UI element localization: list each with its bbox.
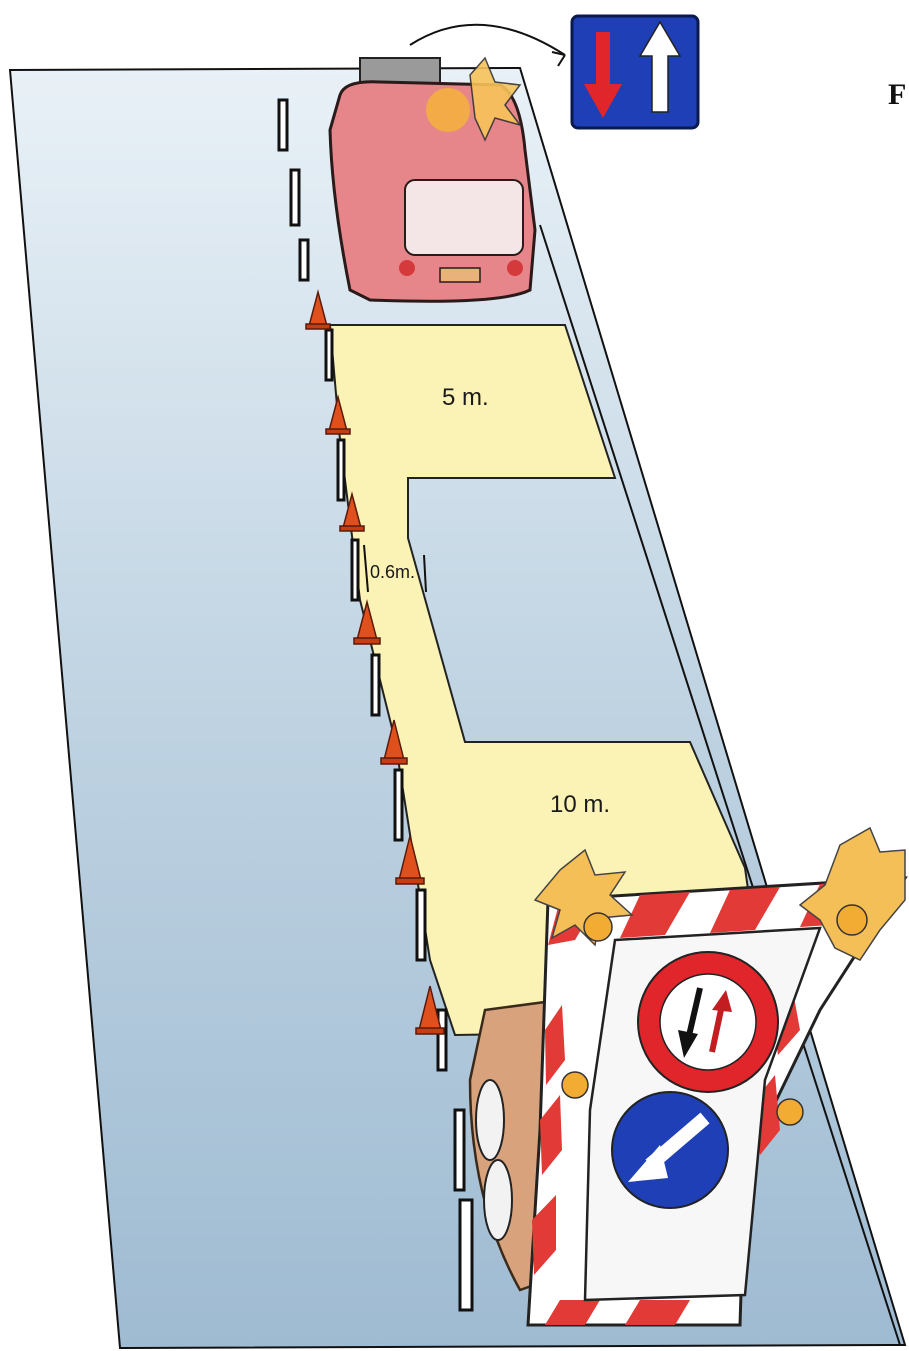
lane-divider-dashes <box>277 98 474 1312</box>
keep-left-arrow-sign <box>611 1091 729 1209</box>
lamp-icon <box>561 1071 589 1099</box>
warning-lamps <box>533 826 906 1126</box>
cone-icon <box>353 599 381 645</box>
zone-bottom-length-label: 10 m. <box>550 791 610 818</box>
cropped-edge-letter: F <box>888 78 907 111</box>
cone-icon <box>305 289 331 330</box>
white-up-arrow-icon <box>638 20 682 113</box>
cone-icon <box>380 719 408 765</box>
curved-arrow-icon <box>409 23 566 56</box>
cone-icon <box>325 394 351 435</box>
traffic-cones <box>305 289 445 1035</box>
beacon-flash-icon <box>798 826 906 961</box>
cone-icon <box>395 835 425 885</box>
cone-icon <box>339 491 365 532</box>
beacon-icon <box>426 88 470 132</box>
two-way-traffic-sign <box>570 14 700 130</box>
warning-board <box>526 826 908 1327</box>
gap-width-marker-right <box>423 554 427 593</box>
top-truck <box>328 23 566 303</box>
red-up-arrow-icon <box>709 990 732 1053</box>
gap-width-label: 0.6m. <box>370 562 415 582</box>
truck-rear-window <box>404 179 524 256</box>
lamp-icon <box>776 1098 804 1126</box>
gap-width-marker <box>363 544 369 593</box>
red-down-arrow-icon <box>584 32 622 118</box>
road-edge-line <box>539 224 901 1346</box>
no-entry-oncoming-priority-sign <box>637 951 779 1093</box>
cone-icon <box>415 985 445 1035</box>
beacon-flash-icon <box>469 56 522 142</box>
white-diagonal-arrow-icon <box>628 1112 710 1182</box>
beacon-flash-icon <box>533 848 634 947</box>
wheel-icon <box>483 1159 513 1241</box>
zone-top-length-label: 5 m. <box>442 384 489 411</box>
black-down-arrow-icon <box>678 987 703 1058</box>
wheel-icon <box>475 1079 505 1161</box>
work-zone-area <box>328 324 770 1037</box>
